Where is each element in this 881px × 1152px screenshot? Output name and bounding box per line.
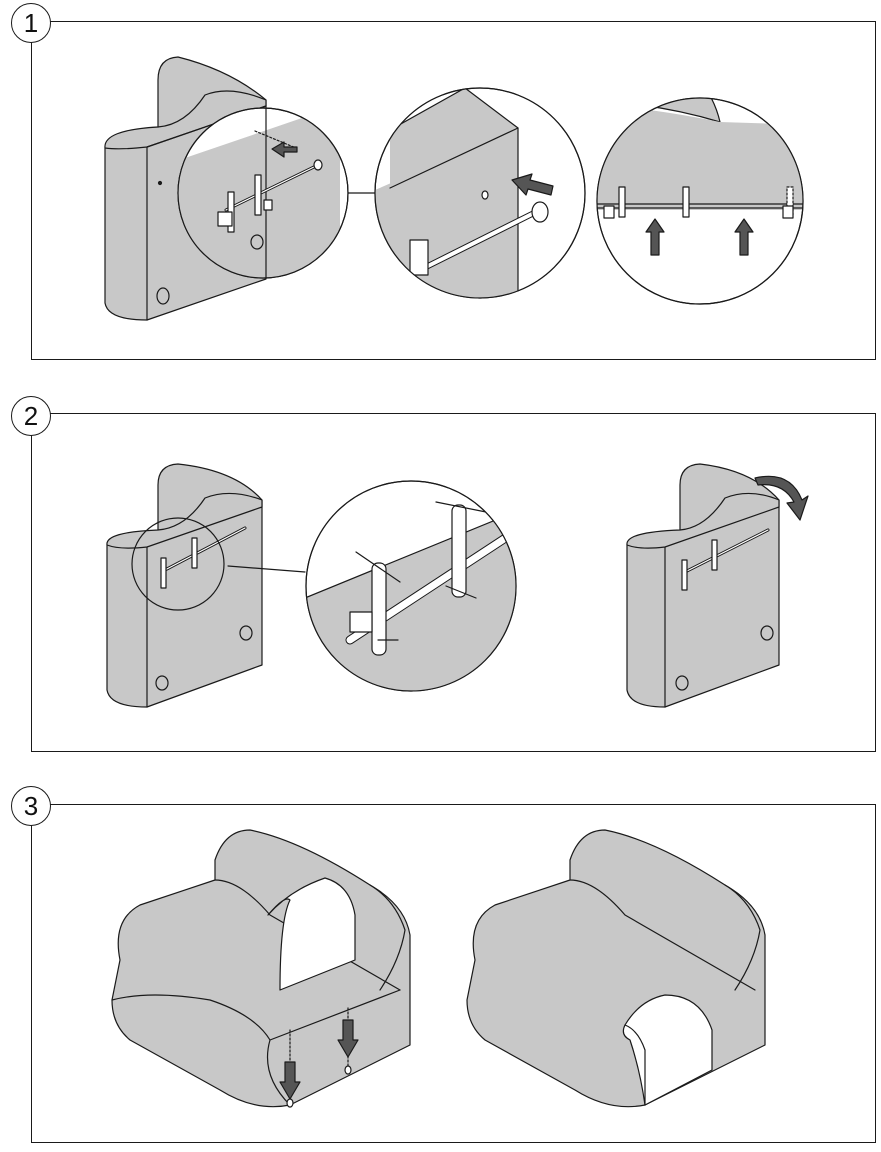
step-1-zoom-detail-b [375, 88, 585, 300]
step-3-seat-assembled [467, 830, 765, 1107]
step-2-armrest-with-bracket [107, 464, 262, 707]
step-1-zoom-detail-c [597, 80, 810, 304]
step-2-armrest-rotated [627, 464, 808, 707]
step-3-seat-with-cover [112, 830, 410, 1107]
step-2-zoom-detail [300, 481, 520, 700]
